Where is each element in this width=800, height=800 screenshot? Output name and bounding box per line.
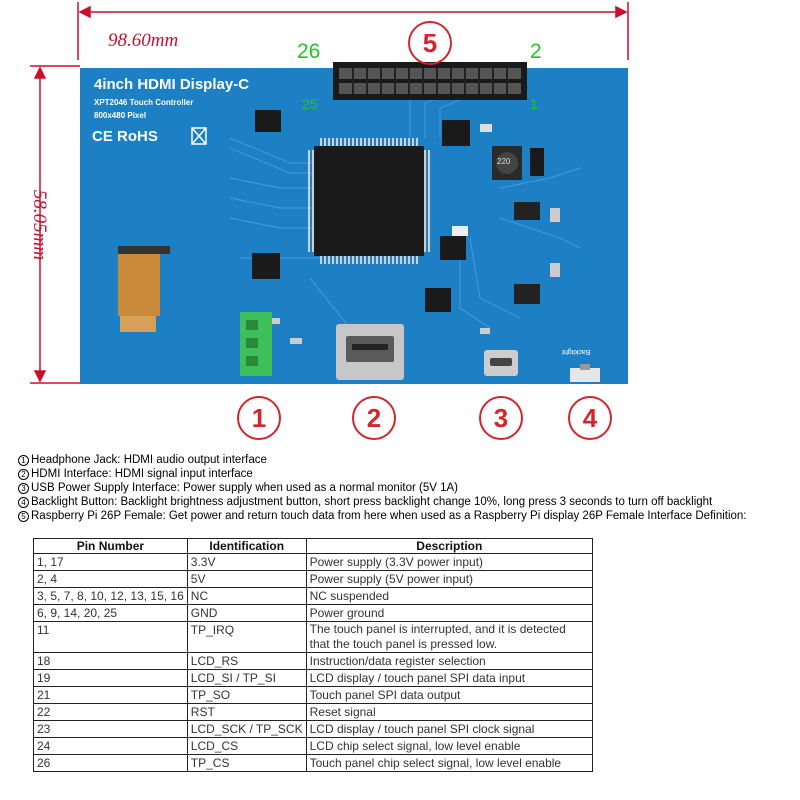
inductor-label: 220 [497, 157, 511, 166]
description-number: 4 [18, 497, 29, 508]
height-dimension-label: 58.05mm [29, 189, 50, 261]
board-title: 4inch HDMI Display-C [94, 76, 250, 93]
description-number: 1 [18, 455, 29, 466]
description-cell: Touch panel SPI data output [305, 686, 594, 704]
identification-cell: TP_CS [186, 754, 307, 772]
callout-1: 1 [237, 396, 281, 440]
pin-number-cell: 6, 9, 14, 20, 25 [33, 604, 188, 622]
board-resolution: 800x480 Pixel [94, 111, 147, 120]
identification-cell: 5V [186, 570, 307, 588]
header-pins [339, 68, 521, 94]
pcb-board: 4inch HDMI Display-C XPT2046 Touch Contr… [80, 62, 628, 384]
pin-number-cell: 2, 4 [33, 570, 188, 588]
pin-25-label: 25 [302, 96, 318, 112]
callout-2: 2 [352, 396, 396, 440]
description-cell: Power supply (3.3V power input) [305, 553, 594, 571]
description-cell: Touch panel chip select signal, low leve… [305, 754, 594, 772]
description-text: Backlight Button: Backlight brightness a… [31, 496, 713, 508]
cert-marks: CE RoHS [92, 128, 158, 145]
column-header: Description [305, 538, 594, 554]
dimension-lines [30, 2, 629, 384]
pin-number-cell: 19 [33, 669, 188, 687]
pin-number-cell: 22 [33, 703, 188, 721]
pin-number-cell: 21 [33, 686, 188, 704]
description-text: USB Power Supply Interface: Power supply… [31, 482, 458, 494]
description-number: 5 [18, 511, 29, 522]
pin-number-cell: 18 [33, 652, 188, 670]
width-dimension-label: 98.60mm [108, 30, 179, 51]
description-number: 2 [18, 469, 29, 480]
description-cell: Power ground [305, 604, 594, 622]
column-header: Pin Number [33, 538, 188, 554]
pin-definition-table: Pin Number Identification Description 1,… [33, 538, 594, 772]
pin-2-label: 2 [530, 40, 542, 63]
description-text: HDMI Interface: HDMI signal input interf… [31, 468, 253, 480]
identification-cell: LCD_SI / TP_SI [186, 669, 307, 687]
backlight-label: Backlight [562, 348, 591, 355]
identification-cell: GND [186, 604, 307, 622]
description-cell: LCD display / touch panel SPI clock sign… [305, 720, 594, 738]
pin-1-label: 1 [530, 96, 538, 112]
pin-number-cell: 24 [33, 737, 188, 755]
identification-cell: TP_IRQ [186, 621, 307, 653]
identification-cell: 3.3V [186, 553, 307, 571]
pin-number-cell: 3, 5, 7, 8, 10, 12, 13, 15, 16 [33, 587, 188, 605]
description-cell: NC suspended [305, 587, 594, 605]
description-number: 3 [18, 483, 29, 494]
description-cell: Reset signal [305, 703, 594, 721]
pin-number-cell: 1, 17 [33, 553, 188, 571]
identification-cell: LCD_CS [186, 737, 307, 755]
identification-cell: LCD_SCK / TP_SCK [186, 720, 307, 738]
identification-cell: NC [186, 587, 307, 605]
description-cell: LCD chip select signal, low level enable [305, 737, 594, 755]
callout-3: 3 [479, 396, 523, 440]
gpio-header-26p [333, 62, 527, 100]
description-cell: The touch panel is interrupted, and it i… [305, 621, 594, 653]
table-header-row: Pin Number Identification Description [33, 538, 594, 554]
identification-cell: TP_SO [186, 686, 307, 704]
pcb-components [118, 87, 600, 382]
callout-4: 4 [568, 396, 612, 440]
pin-number-cell: 26 [33, 754, 188, 772]
pin-number-cell: 11 [33, 621, 188, 653]
pin-number-cell: 23 [33, 720, 188, 738]
identification-cell: RST [186, 703, 307, 721]
description-cell: LCD display / touch panel SPI data input [305, 669, 594, 687]
description-cell: Power supply (5V power input) [305, 570, 594, 588]
pin-26-label: 26 [297, 40, 321, 63]
callout-5: 5 [408, 21, 452, 65]
description-cell: Instruction/data register selection [305, 652, 594, 670]
description-text: Raspberry Pi 26P Female: Get power and r… [31, 510, 747, 522]
column-header: Identification [186, 538, 307, 554]
description-text: Headphone Jack: HDMI audio output interf… [31, 454, 267, 466]
identification-cell: LCD_RS [186, 652, 307, 670]
board-controller: XPT2046 Touch Controller [94, 98, 194, 107]
